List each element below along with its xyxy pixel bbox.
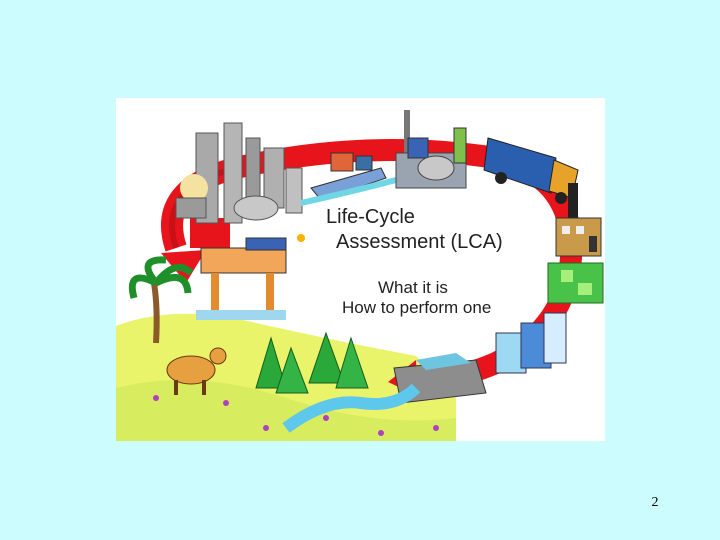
page-number: 2 [640, 495, 670, 511]
diagram-title-line1: Life-Cycle [326, 206, 526, 229]
truck-icon [484, 138, 578, 204]
diagram-title-line2: Assessment (LCA) [336, 231, 536, 254]
lca-cycle-illustration: Life-Cycle Assessment (LCA) What it is H… [116, 98, 605, 441]
diagram-subtitle-line2: How to perform one [342, 298, 562, 318]
product-cartons-icon [496, 313, 566, 373]
diagram-subtitle-line1: What it is [378, 278, 578, 298]
